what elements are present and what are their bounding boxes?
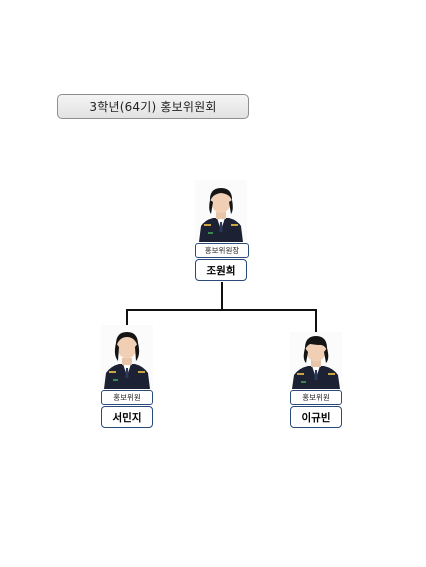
member-name-label: 조원희 (195, 259, 247, 281)
member-role-label: 홍보위원 (101, 390, 153, 405)
committee-title: 3학년(64기) 홍보위원회 (57, 94, 249, 119)
student-portrait-icon (290, 332, 342, 389)
member-role-label: 홍보위원 (290, 390, 342, 405)
member-name-label: 서민지 (101, 406, 153, 428)
student-portrait-icon (195, 180, 247, 242)
student-portrait-icon (101, 325, 153, 389)
member-role-label: 홍보위원장 (195, 243, 249, 258)
member-name-label: 이규빈 (290, 406, 342, 428)
